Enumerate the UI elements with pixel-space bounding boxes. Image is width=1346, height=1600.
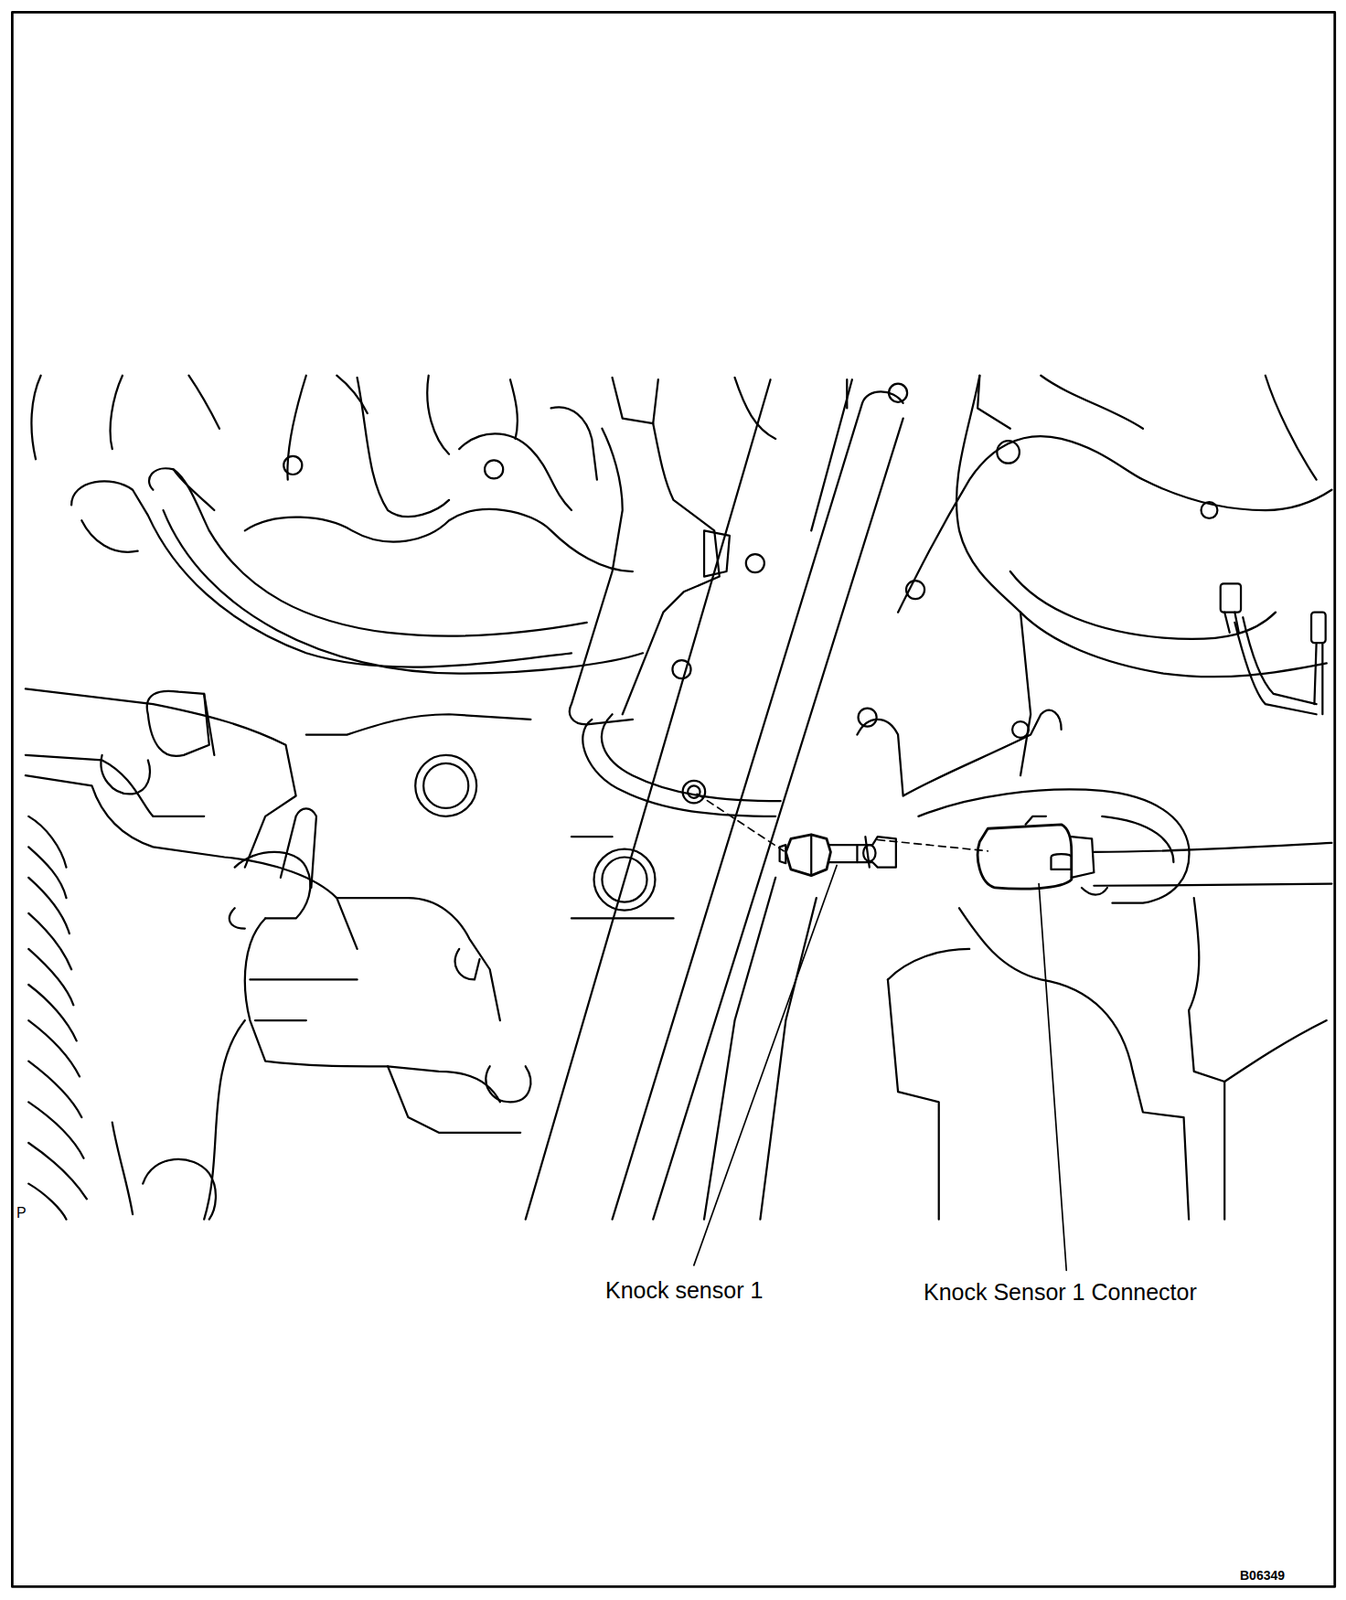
figure-number: B06349 <box>1239 1568 1285 1583</box>
frame <box>11 11 1335 1587</box>
part-label: Knock sensor 1 <box>605 1277 763 1304</box>
part-label: Knock Sensor 1 Connector <box>923 1279 1197 1306</box>
leader-line <box>694 865 837 1265</box>
leader-line <box>1038 884 1067 1272</box>
corner-mark: P <box>16 1205 27 1222</box>
